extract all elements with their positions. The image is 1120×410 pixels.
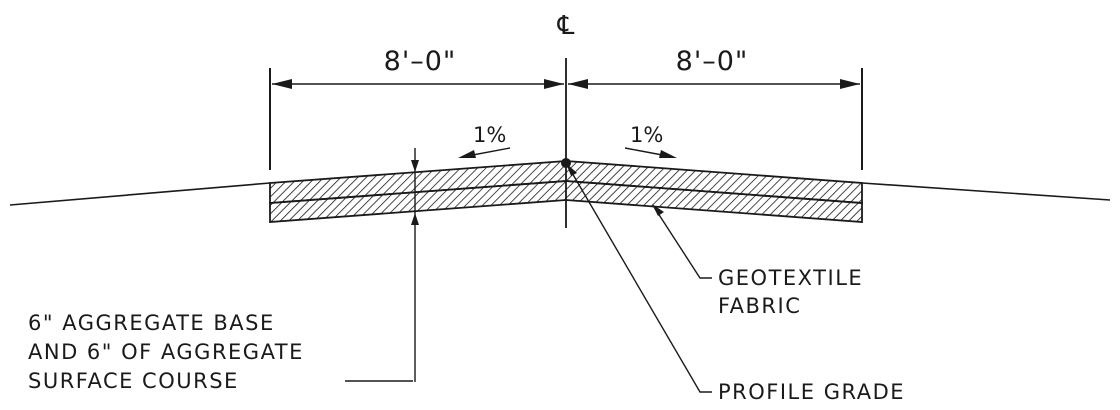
dimension-arrow-left-start: [272, 79, 292, 89]
dimension-arrow-left-end: [544, 79, 564, 89]
base-label-line2: AND 6" OF AGGREGATE: [28, 340, 304, 364]
base-label-line1: 6" AGGREGATE BASE: [28, 311, 275, 335]
base-label-line3: SURFACE COURSE: [28, 369, 239, 393]
ground-line-right: [861, 182, 1111, 201]
centerline-symbol: ℄: [557, 11, 575, 41]
slope-arrow-left-head: [458, 150, 476, 158]
slope-label-right: 1%: [630, 123, 663, 147]
slope-label-left: 1%: [473, 123, 506, 147]
dimension-label-left: 8'–0": [384, 46, 457, 77]
geotextile-leader-arrow: [652, 204, 664, 216]
dimension-arrow-right-start: [568, 79, 588, 89]
dimension-label-right: 8'–0": [676, 46, 749, 77]
profile-grade-label: PROFILE GRADE: [718, 380, 905, 404]
profile-grade-leader-arrow: [566, 163, 577, 176]
thickness-arrow-top: [411, 160, 419, 172]
profile-grade-leader-line: [567, 165, 712, 393]
thickness-arrow-bottom: [411, 213, 419, 225]
dimension-arrow-right-end: [840, 79, 860, 89]
ground-line-left: [9, 182, 271, 206]
geotextile-leader-line: [653, 206, 712, 279]
geotextile-label-line1: GEOTEXTILE: [718, 266, 863, 290]
geotextile-label-line2: FABRIC: [718, 294, 801, 318]
slope-arrow-right-head: [659, 150, 677, 158]
